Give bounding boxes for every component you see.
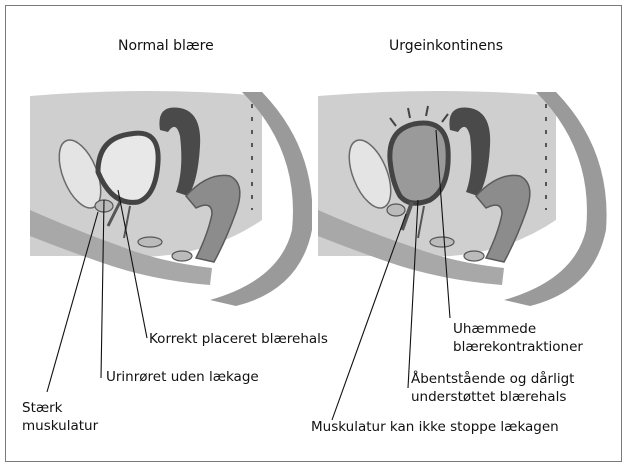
urge-incontinence-illustration <box>318 78 608 306</box>
label-muscle-leak: Muskulatur kan ikke stoppe lækagen <box>311 418 559 436</box>
label-open-neck-1: Åbentstående og dårligt <box>411 370 574 388</box>
label-bladder-neck: Korrekt placeret blærehals <box>149 330 328 348</box>
label-contractions-2: blærekontraktioner <box>453 338 583 356</box>
label-urethra: Urinrøret uden lækage <box>106 368 259 386</box>
label-open-neck-2: understøttet blærehals <box>411 388 566 406</box>
label-contractions-1: Uhæmmede <box>453 320 536 338</box>
label-strong-muscle-1: Stærk <box>22 399 63 417</box>
label-strong-muscle-2: muskulatur <box>22 417 98 435</box>
normal-bladder-illustration <box>30 78 313 306</box>
